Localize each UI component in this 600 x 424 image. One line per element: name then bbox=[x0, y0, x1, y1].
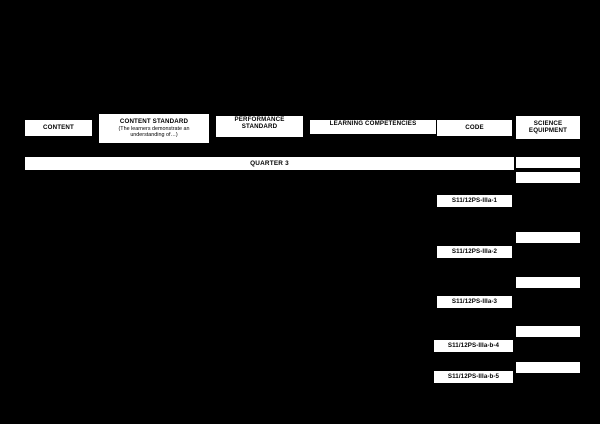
code-cell: S11/12PS-IIIa-b-4 bbox=[434, 340, 513, 352]
header-cell-performance-standard: PERFORMANCE STANDARD bbox=[216, 116, 303, 137]
header-cell-content: CONTENT bbox=[25, 120, 92, 136]
science-equipment-cell bbox=[516, 157, 580, 168]
code-cell: S11/12PS-IIIa-b-5 bbox=[434, 371, 513, 383]
header-label-content: CONTENT bbox=[43, 123, 74, 131]
science-equipment-cell bbox=[516, 232, 580, 243]
header-label-performance-standard: PERFORMANCE STANDARD bbox=[234, 116, 285, 130]
header-cell-science-equipment: SCIENCE EQUIPMENT bbox=[516, 116, 580, 139]
header-cell-learning-competencies: LEARNING COMPETENCIES bbox=[310, 120, 436, 134]
code-value: S11/12PS-IIIa-b-5 bbox=[447, 372, 500, 380]
section-row-quarter: QUARTER 3 bbox=[25, 157, 514, 170]
code-cell: S11/12PS-IIIa-2 bbox=[437, 246, 512, 258]
header-label-content-standard: CONTENT STANDARD bbox=[119, 117, 189, 125]
code-cell: S11/12PS-IIIa-3 bbox=[437, 296, 512, 308]
science-equipment-cell bbox=[516, 172, 580, 183]
code-value: S11/12PS-IIIa-b-4 bbox=[447, 341, 500, 349]
science-equipment-cell bbox=[516, 277, 580, 288]
code-value: S11/12PS-IIIa-1 bbox=[451, 196, 498, 204]
code-value: S11/12PS-IIIa-3 bbox=[451, 297, 498, 305]
science-equipment-cell bbox=[516, 326, 580, 337]
code-value: S11/12PS-IIIa-2 bbox=[451, 247, 498, 255]
header-label-code: CODE bbox=[465, 123, 484, 131]
header-label-learning-competencies: LEARNING COMPETENCIES bbox=[329, 120, 417, 127]
header-cell-content-standard: CONTENT STANDARD (The learners demonstra… bbox=[99, 114, 209, 143]
header-sublabel-content-standard: (The learners demonstrate an understandi… bbox=[118, 125, 190, 138]
science-equipment-cell bbox=[516, 362, 580, 373]
code-cell: S11/12PS-IIIa-1 bbox=[437, 195, 512, 207]
header-label-science-equipment: SCIENCE EQUIPMENT bbox=[528, 119, 568, 134]
section-row-label: QUARTER 3 bbox=[250, 159, 289, 167]
header-cell-code: CODE bbox=[437, 120, 512, 136]
